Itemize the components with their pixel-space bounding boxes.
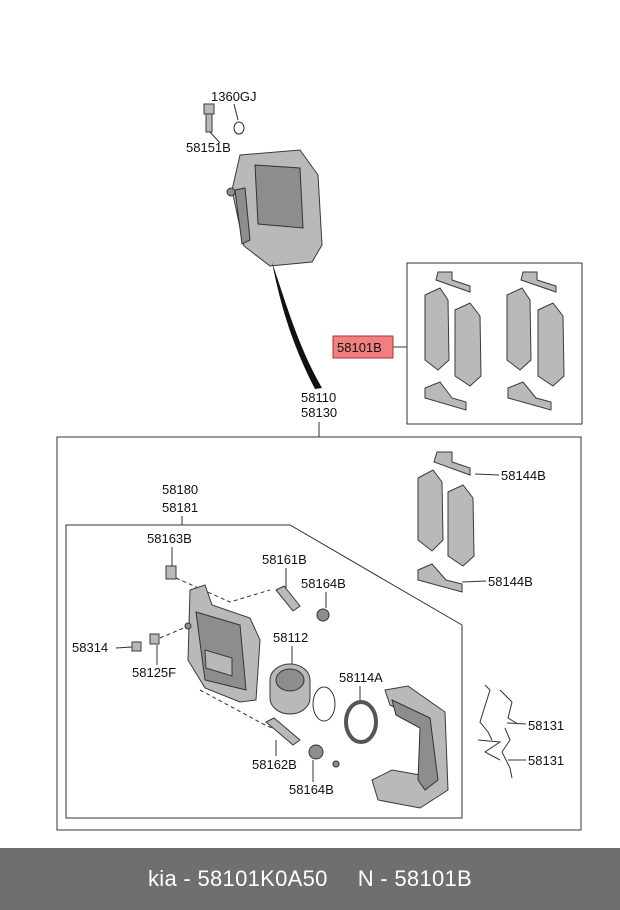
footer-reference: N - 58101B [357,866,472,891]
caliper-assembly-top [203,103,323,389]
label-58163b: 58163B [147,531,192,546]
pin-58162b-part [265,717,301,746]
bleed-screw-58125f-part [149,633,160,645]
label-58181: 58181 [162,500,198,515]
guide-pin-58161b-part [275,585,301,612]
pad-kit-parts [424,271,565,411]
caliper-subassembly-box [65,524,463,819]
pad-kit-box [406,262,583,425]
bolt-58151b-part [203,103,215,133]
bleeder-58314-part [131,641,142,652]
caliper-body-lower [187,584,261,703]
label-58314: 58314 [72,640,108,655]
label-58131-top: 58131 [528,718,564,733]
label-58112: 58112 [273,630,308,645]
exploded-brake-diagram: 1360GJ 58151B 58110 58130 58101B 58180 5… [56,89,583,831]
pad-kit-highlight[interactable] [332,335,394,359]
label-58164b-bottom: 58164B [289,782,334,797]
footer-bar: kia - 58101K0A50 N - 58101B [0,848,620,910]
piston-58112-part [269,663,311,715]
label-58131-bottom: 58131 [528,753,564,768]
seal-58114a-part [344,700,378,744]
label-58130: 58130 [301,405,337,420]
label-58144b-top: 58144B [501,468,546,483]
label-58114a: 58114A [339,670,383,685]
cap-58164b-top-part [316,608,330,622]
label-58162b: 58162B [252,757,297,772]
label-1360gj: 1360GJ [211,89,257,104]
washer-1360gj-part [233,121,245,135]
cap-58164b-bottom-part [308,744,324,760]
label-58101b[interactable]: 58101B [337,340,382,355]
assembly-arrow [272,262,322,389]
label-58151b: 58151B [186,140,231,155]
oring-part [312,686,336,722]
label-58110: 58110 [301,390,336,405]
label-58144b-bottom: 58144B [488,574,533,589]
label-58164b-top: 58164B [301,576,346,591]
label-58161b: 58161B [262,552,307,567]
label-58180: 58180 [162,482,198,497]
assembly-box [56,436,582,831]
shim-parts [417,451,475,593]
label-58125f: 58125F [132,665,176,680]
spring-clip-parts [477,684,519,779]
footer-part-number: kia - 58101K0A50 [147,866,328,891]
carrier-bracket-part [371,685,449,809]
pin-58163b-part [165,565,177,580]
